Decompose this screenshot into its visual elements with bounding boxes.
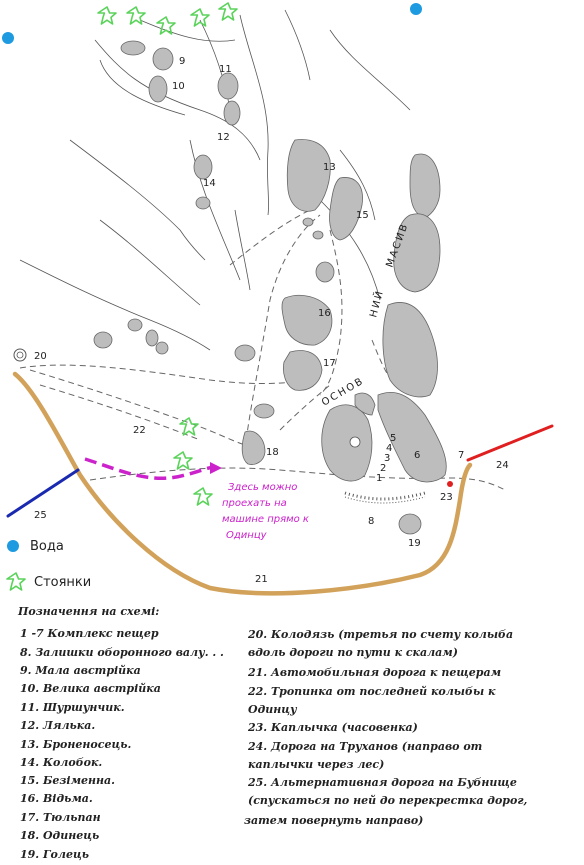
label-17: 17 [323,358,336,369]
label-11: 11 [219,64,232,75]
car-route [84,457,215,480]
note-right-11: затем повернуть направо) [244,814,424,827]
label-10: 10 [172,81,185,92]
note-left-5: 11. Шуршунчик. [20,701,125,714]
camp-star [193,487,213,506]
note-right-8: каплычки через лес) [248,758,385,771]
note-left-12: 18. Одинець [20,829,100,842]
label-24: 24 [496,460,509,471]
map-numbers: 9 10 11 12 13 14 15 16 17 18 19 20 21 22… [34,56,509,585]
water-dot [2,32,14,44]
defensive-wall [344,496,426,504]
note-left-7: 13. Броненосець. [20,738,132,751]
camp-star [173,451,193,470]
camp-star [218,2,238,21]
car-route-arrowhead [210,462,222,474]
label-2: 2 [380,463,386,474]
svg-text:машине прямо к: машине прямо к [222,514,309,525]
note-left-8: 14. Колобок. [20,756,103,769]
camp-star [156,16,176,35]
label-23: 23 [440,492,453,503]
note-right-1: 20. Колодязь (третья по счету колыба [248,628,514,641]
note-right-4: 22. Тропинка от последней колыбы к [248,685,496,698]
note-right-3: 21. Автомобильная дорога к пещерам [248,666,502,679]
note-left-11: 17. Тюльпан [20,811,101,824]
note-left-2: 8. Залишки оборонного валу. . . [20,646,224,659]
label-15: 15 [356,210,369,221]
note-right-9: 25. Альтернативная дорога на Бубнище [248,776,517,789]
note-right-6: 23. Каплычка (часовенка) [248,721,418,734]
defensive-wall-ticks [344,491,426,501]
label-6: 6 [414,450,420,461]
svg-text:Одинцу: Одинцу [226,530,268,541]
note-right-7: 24. Дорога на Труханов (направо от [248,740,483,753]
water-dot [410,3,422,15]
label-7: 7 [458,450,464,461]
legend-water: Вода [6,538,64,554]
camp-star [190,8,210,27]
label-12: 12 [217,132,230,143]
rocks [93,40,447,535]
label-3: 3 [384,453,390,464]
cave-map: 9 10 11 12 13 14 15 16 17 18 19 20 21 22… [2,2,554,596]
camp-star [97,6,117,25]
note-left-10: 16. Відьма. [20,792,93,805]
legend-camp: Стоянки [6,572,91,592]
note-left-4: 10. Велика австрійка [20,682,161,695]
label-22: 22 [133,425,146,436]
trails [19,209,506,491]
road-21 [12,371,473,596]
massif-label-2: НИЙ [366,288,386,319]
note-right-10: (спускаться по ней до перекрестка дорог, [248,794,528,807]
label-18: 18 [266,447,279,458]
chapel-marker [447,481,453,487]
green-star-icon [6,572,26,591]
svg-text:проехать на: проехать на [222,498,287,509]
label-16: 16 [318,308,331,319]
label-8: 8 [368,516,374,527]
route-24 [466,424,554,462]
note-right-5: Одинцу [248,703,297,716]
label-13: 13 [323,162,336,173]
note-left-9: 15. Безіменна. [20,774,116,787]
note-left-6: 12. Лялька. [20,719,96,732]
notes-title: Позначення на схемі: [18,605,160,618]
note-left-3: 9. Мала австрійка [20,664,141,677]
note-left-13: 19. Голець [20,848,90,861]
notes: Позначення на схемі: 1 -7 Комплекс пещер… [0,600,584,865]
blue-dot-icon [7,540,19,552]
note-left-1: 1 -7 Комплекс пещер [20,627,159,640]
label-1: 1 [376,473,382,484]
label-9: 9 [179,56,185,67]
car-annotation: Здесь можно проехать на машине прямо к О… [222,482,309,541]
label-21: 21 [255,574,268,585]
label-20: 20 [34,351,47,362]
label-4: 4 [386,443,392,454]
route-25 [6,468,80,518]
label-19: 19 [408,538,421,549]
camp-star [126,6,146,25]
note-right-2: вдоль дороги по пути к скалам) [248,646,458,659]
legend-water-label: Вода [30,538,64,554]
label-14: 14 [203,178,216,189]
well-marker [13,348,27,362]
label-25: 25 [34,510,47,521]
svg-text:Здесь можно: Здесь можно [228,482,297,493]
terrain-lines [19,9,411,351]
legend-camp-label: Стоянки [34,574,92,590]
label-5: 5 [390,433,396,444]
